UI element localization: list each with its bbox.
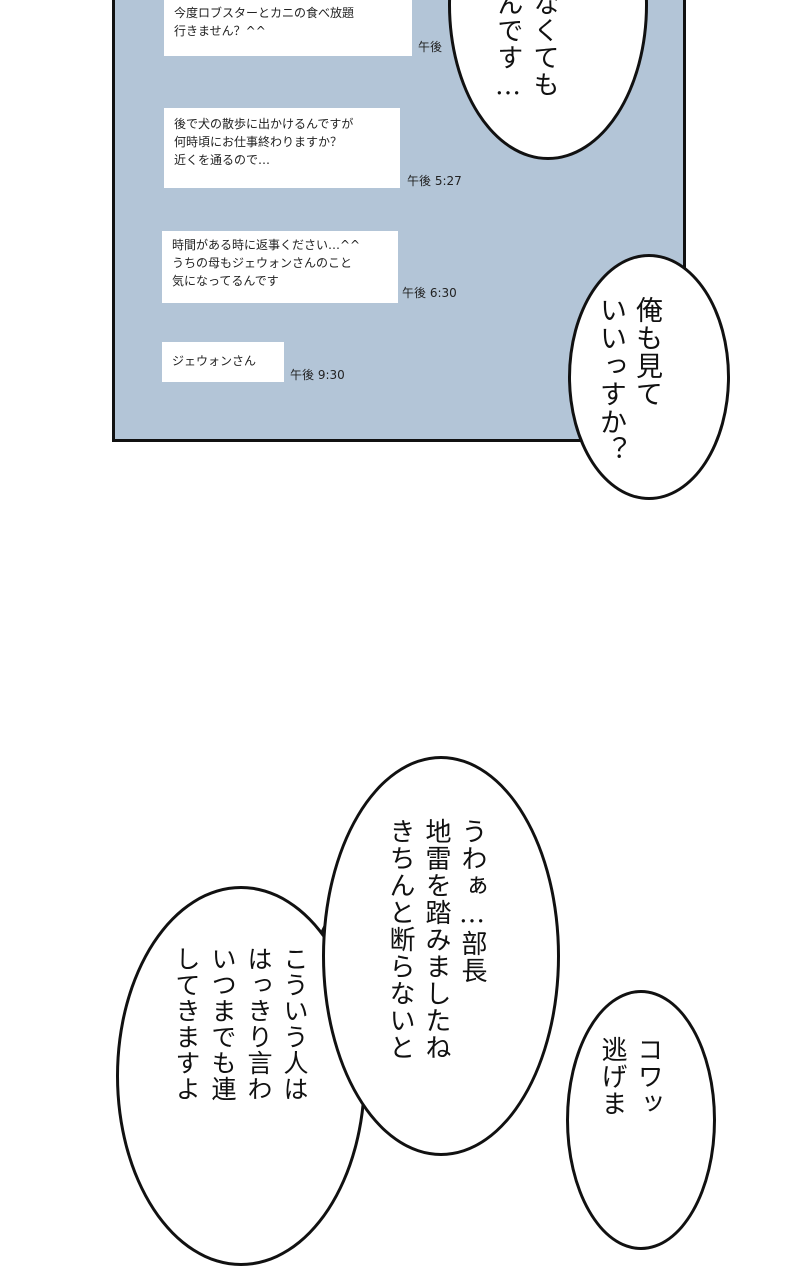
chat-timestamp-3: 午後 6:30 [402,286,457,300]
chat-message-4: ジェウォンさん [162,342,284,382]
speech-bubble-right-middle [568,254,730,500]
speech-text-bottom-right: コワッ 逃げま [597,1036,663,1117]
chat-message-2: 後で犬の散歩に出かけるんですが 何時頃にお仕事終わりますか？ 近くを通るので… [164,108,400,188]
speech-text-top-right: なくても んです… [493,0,559,102]
speech-text-bottom-center: うわぁ…部長 地雷を踏みましたね きちんと断らないと [385,818,487,1061]
speech-text-right-middle: 俺も見て いいっすか？ [595,296,662,464]
speech-bubble-bottom-center [322,756,560,1156]
chat-message-1: 今度ロブスターとカニの食べ放題 行きません？^^ [164,0,412,56]
chat-timestamp-2: 午後 5:27 [407,174,462,188]
speech-text-bottom-left: こういう人は はっきり言わ いつまでも連 してきますよ [172,946,309,1102]
chat-timestamp-4: 午後 9:30 [290,368,345,382]
chat-message-3: 時間がある時に返事ください…^^ うちの母もジェウォンさんのこと 気になってるん… [162,231,398,303]
chat-timestamp-1: 午後 [418,40,443,54]
